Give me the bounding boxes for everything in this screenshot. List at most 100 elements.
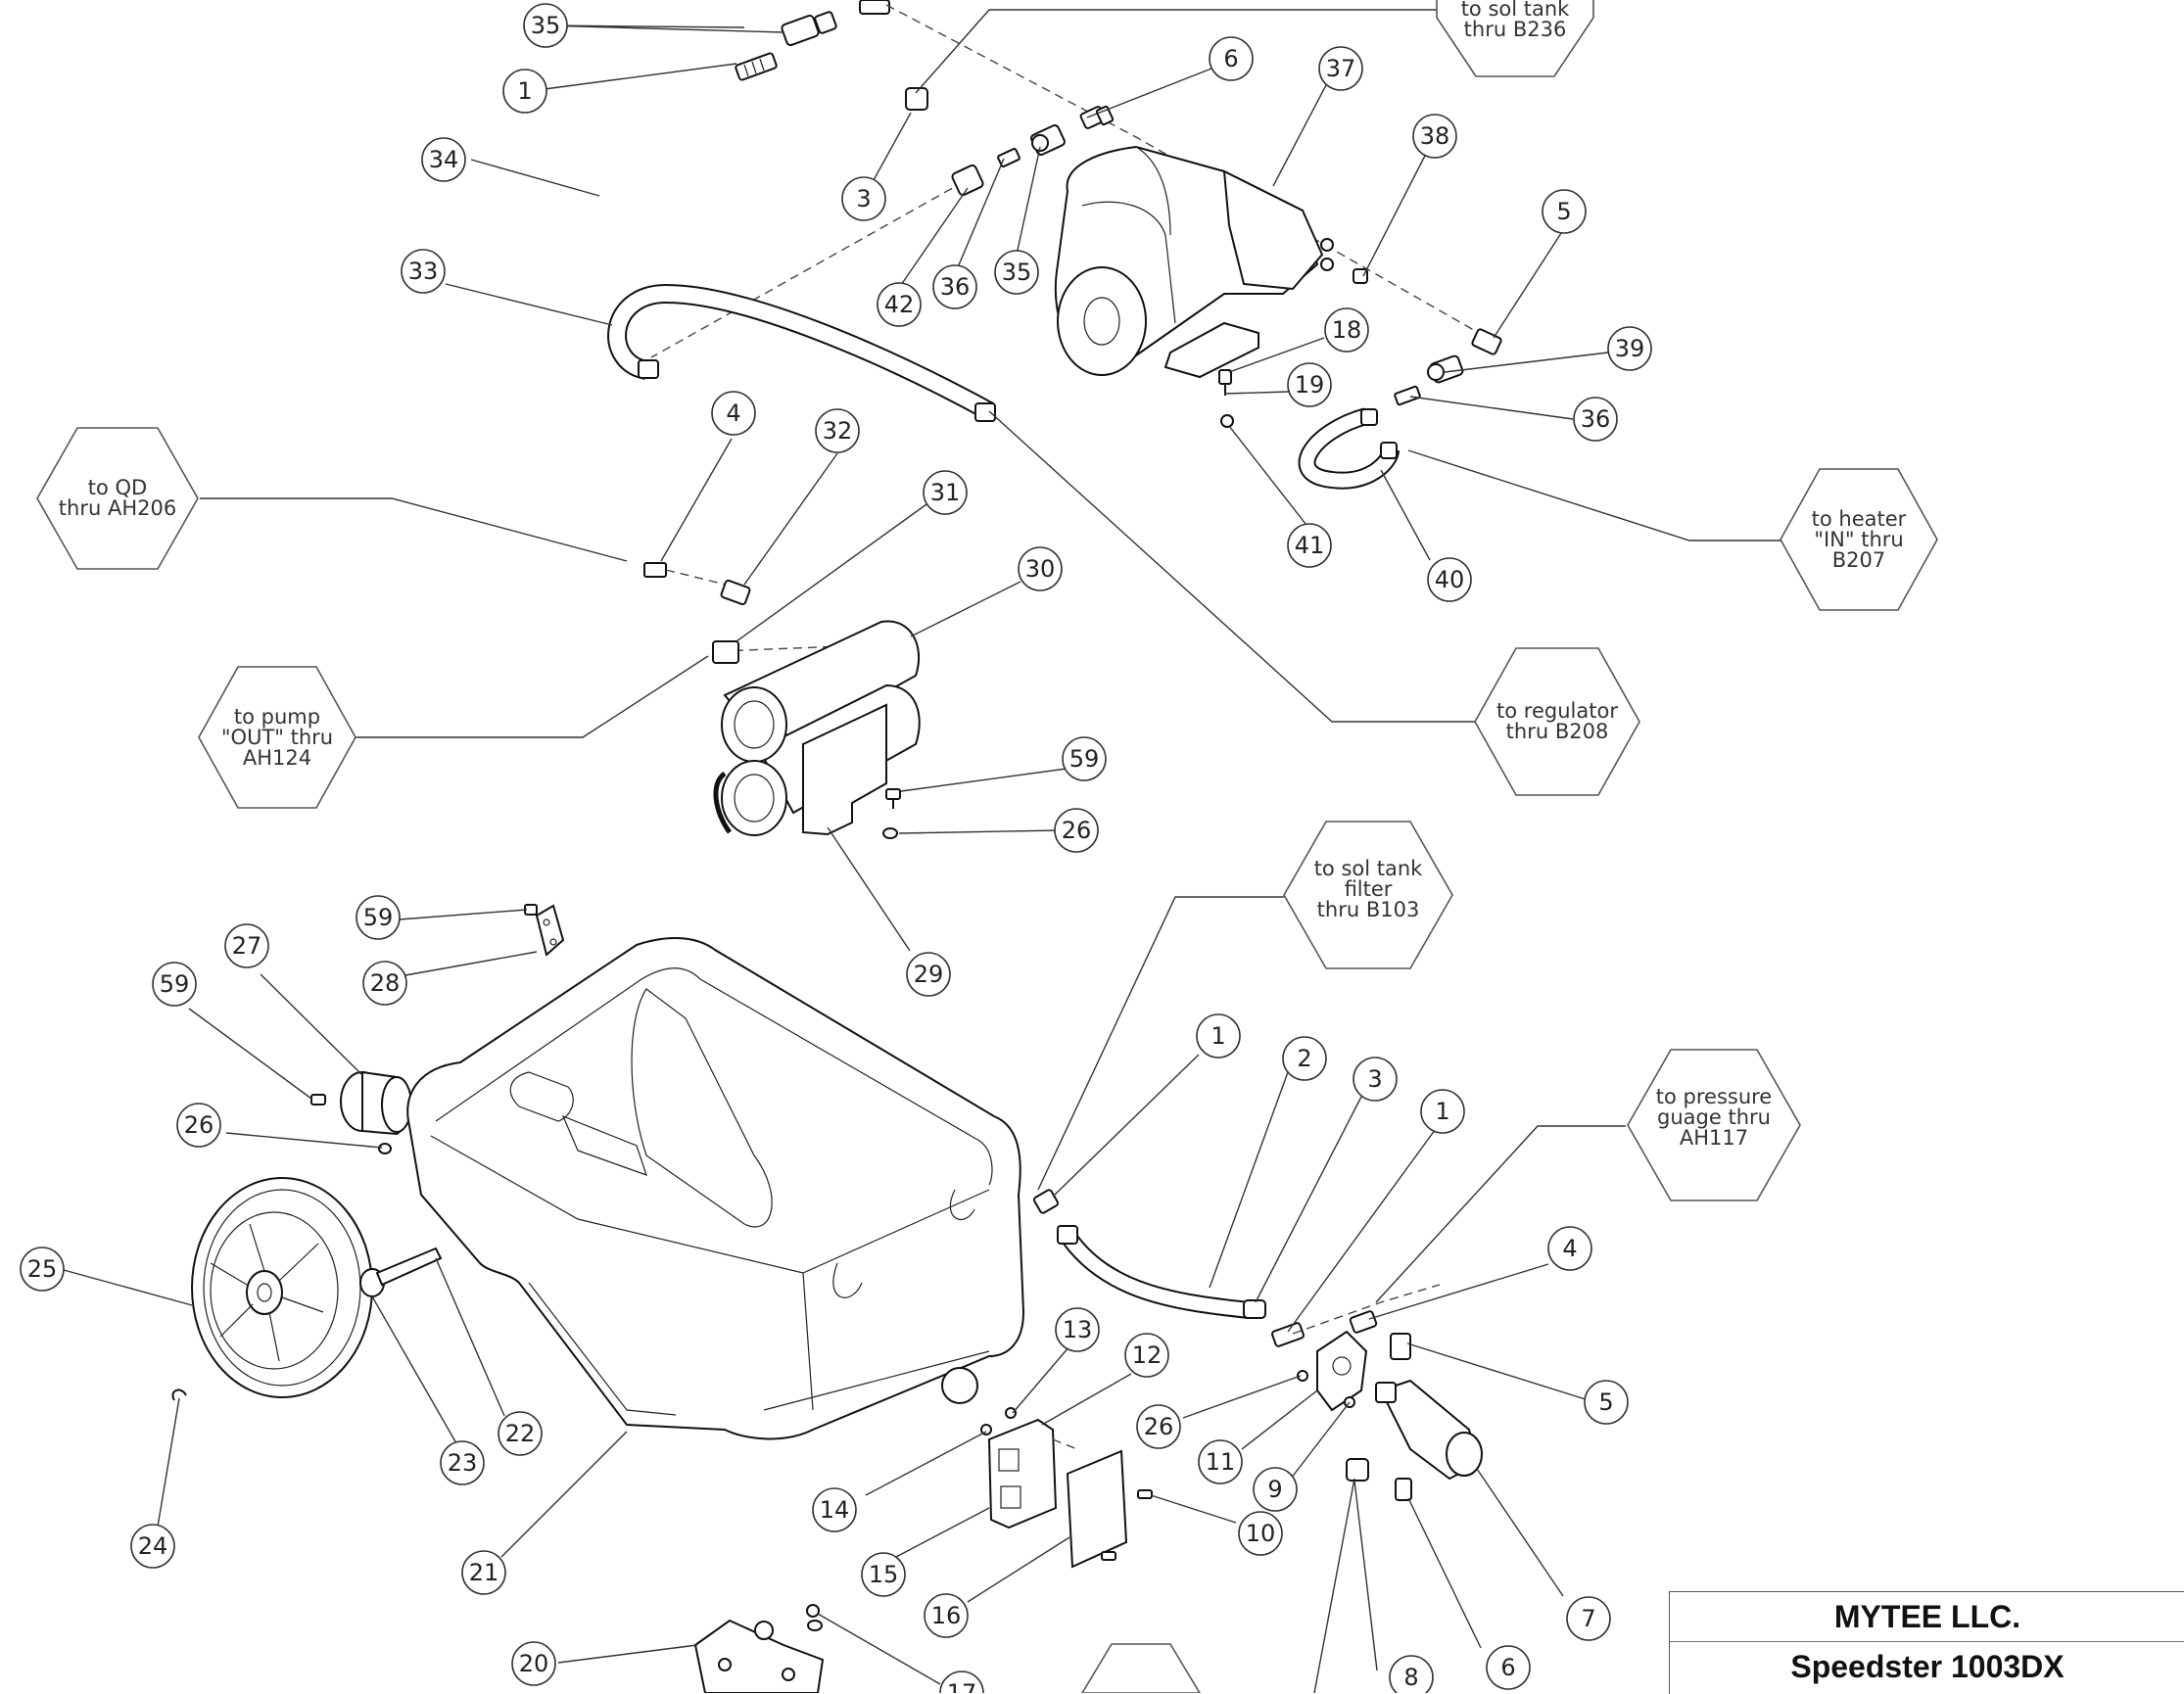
fitting-35-mid	[1030, 124, 1066, 156]
nut-13	[1005, 1407, 1017, 1419]
callout-label: 19	[1295, 371, 1325, 399]
callout-label: 4	[1562, 1235, 1577, 1262]
hub-27	[340, 1070, 412, 1136]
note-heater-line3: B207	[1832, 548, 1886, 572]
callout-40: 40	[1427, 557, 1472, 602]
callout-35: 35	[523, 3, 568, 48]
note-regulator: to regulator thru B208	[1474, 647, 1640, 796]
leader-lines	[63, 9, 1781, 1693]
callout-label: 39	[1615, 335, 1645, 362]
note-filter: to sol tank filter thru B103	[1283, 821, 1453, 969]
callout-8: 8	[1389, 1655, 1434, 1693]
callout-label: 3	[856, 185, 871, 212]
callout-label: 34	[429, 146, 459, 173]
callout-14: 14	[812, 1487, 857, 1532]
model-name: Speedster 1003DX	[1670, 1641, 2184, 1691]
callout-label: 1	[1211, 1022, 1225, 1050]
callout-2: 2	[1282, 1036, 1327, 1081]
clip-24	[171, 1388, 187, 1401]
callout-27: 27	[224, 923, 269, 968]
part-callouts: 35 1 34 3 6 37 38 5 33 42 36 35 18 19 39…	[20, 3, 1652, 1693]
callout-label: 38	[1420, 122, 1450, 150]
callout-28: 28	[362, 961, 407, 1006]
callout-label: 35	[531, 12, 561, 39]
callout-59: 59	[1062, 736, 1107, 781]
callout-label: 25	[27, 1255, 58, 1283]
callout-3-bottom: 3	[1353, 1057, 1398, 1102]
callout-26-hub: 26	[176, 1103, 221, 1148]
note-regulator-line1: to regulator	[1496, 699, 1618, 723]
callout-35-mid: 35	[994, 250, 1039, 295]
callout-15: 15	[861, 1552, 906, 1597]
clamp-3-bottom	[1243, 1299, 1266, 1319]
elbow-5-top	[1471, 328, 1502, 355]
screw-59-heater	[885, 788, 901, 809]
note-pump-line2: "OUT" thru	[221, 726, 333, 749]
callout-label: 1	[517, 77, 532, 105]
bolt-18-19	[1218, 369, 1232, 396]
note-heater: to heater "IN" thru B207	[1780, 468, 1938, 611]
callout-label: 59	[363, 904, 394, 931]
callout-label: 33	[408, 258, 439, 285]
nipple-1-right	[1271, 1322, 1305, 1347]
callout-label: 6	[1223, 45, 1238, 72]
hose-33	[607, 283, 996, 422]
callout-label: 31	[930, 479, 961, 506]
callout-label: 59	[160, 970, 190, 998]
callout-26-bottom: 26	[1136, 1404, 1181, 1449]
caster-20	[693, 1619, 825, 1693]
callout-5-bottom: 5	[1584, 1380, 1629, 1425]
callout-4: 4	[711, 391, 756, 436]
fitting-4-top	[643, 562, 667, 578]
cover-plate-16	[1066, 1449, 1128, 1569]
callout-20: 20	[511, 1641, 556, 1686]
callout-label: 21	[469, 1559, 499, 1586]
callout-label: 17	[947, 1679, 977, 1693]
callout-label: 59	[1069, 745, 1100, 773]
title-block: MYTEE LLC. Speedster 1003DX	[1669, 1591, 2184, 1694]
callout-3: 3	[841, 176, 886, 221]
callout-23: 23	[440, 1440, 485, 1485]
callout-label: 37	[1326, 55, 1356, 82]
callout-29: 29	[906, 952, 951, 997]
fitting-36-top	[997, 147, 1021, 168]
callout-label: 27	[232, 932, 262, 960]
callout-9: 9	[1253, 1467, 1298, 1512]
hose-40	[1298, 407, 1400, 490]
note-pump-line1: to pump	[234, 705, 320, 729]
nut-26-hub	[378, 1143, 392, 1154]
callout-label: 8	[1403, 1664, 1418, 1691]
bracket-28	[535, 904, 565, 957]
callout-label: 12	[1132, 1341, 1163, 1369]
callout-38: 38	[1412, 114, 1457, 159]
callout-1-bottom-b: 1	[1420, 1089, 1465, 1134]
callout-1: 1	[502, 69, 547, 114]
callout-33: 33	[401, 249, 446, 294]
centerline-cover	[1052, 1438, 1078, 1450]
note-heater-line1: to heater	[1812, 507, 1907, 531]
note-filter-line3: thru B103	[1317, 898, 1420, 921]
elbow-5-bottom	[1390, 1333, 1411, 1360]
callout-label: 36	[940, 273, 971, 301]
note-gauge-line2: guage thru	[1657, 1106, 1771, 1129]
note-qd-line1: to QD	[88, 476, 147, 499]
callout-26: 26	[1054, 808, 1099, 853]
manifold-11	[1316, 1330, 1368, 1412]
fitting-35-top	[781, 0, 890, 47]
nipple-1-top	[735, 52, 778, 81]
coupler-39	[1427, 354, 1464, 384]
tank-body-21	[406, 937, 1025, 1440]
callout-25: 25	[20, 1247, 65, 1292]
note-gauge: to pressure guage thru AH117	[1627, 1049, 1801, 1201]
callout-label: 2	[1297, 1045, 1311, 1072]
nut-41	[1220, 414, 1234, 428]
callout-label: 16	[931, 1602, 962, 1629]
fitting-4-bottom	[1349, 1310, 1378, 1334]
nut-26-bottom	[1297, 1370, 1308, 1382]
centerline-pump-top	[885, 4, 1480, 334]
callout-label: 35	[1002, 259, 1032, 286]
centerline-fittings	[665, 569, 843, 652]
callout-6-bottom: 6	[1486, 1645, 1531, 1690]
callout-label: 3	[1367, 1065, 1382, 1093]
